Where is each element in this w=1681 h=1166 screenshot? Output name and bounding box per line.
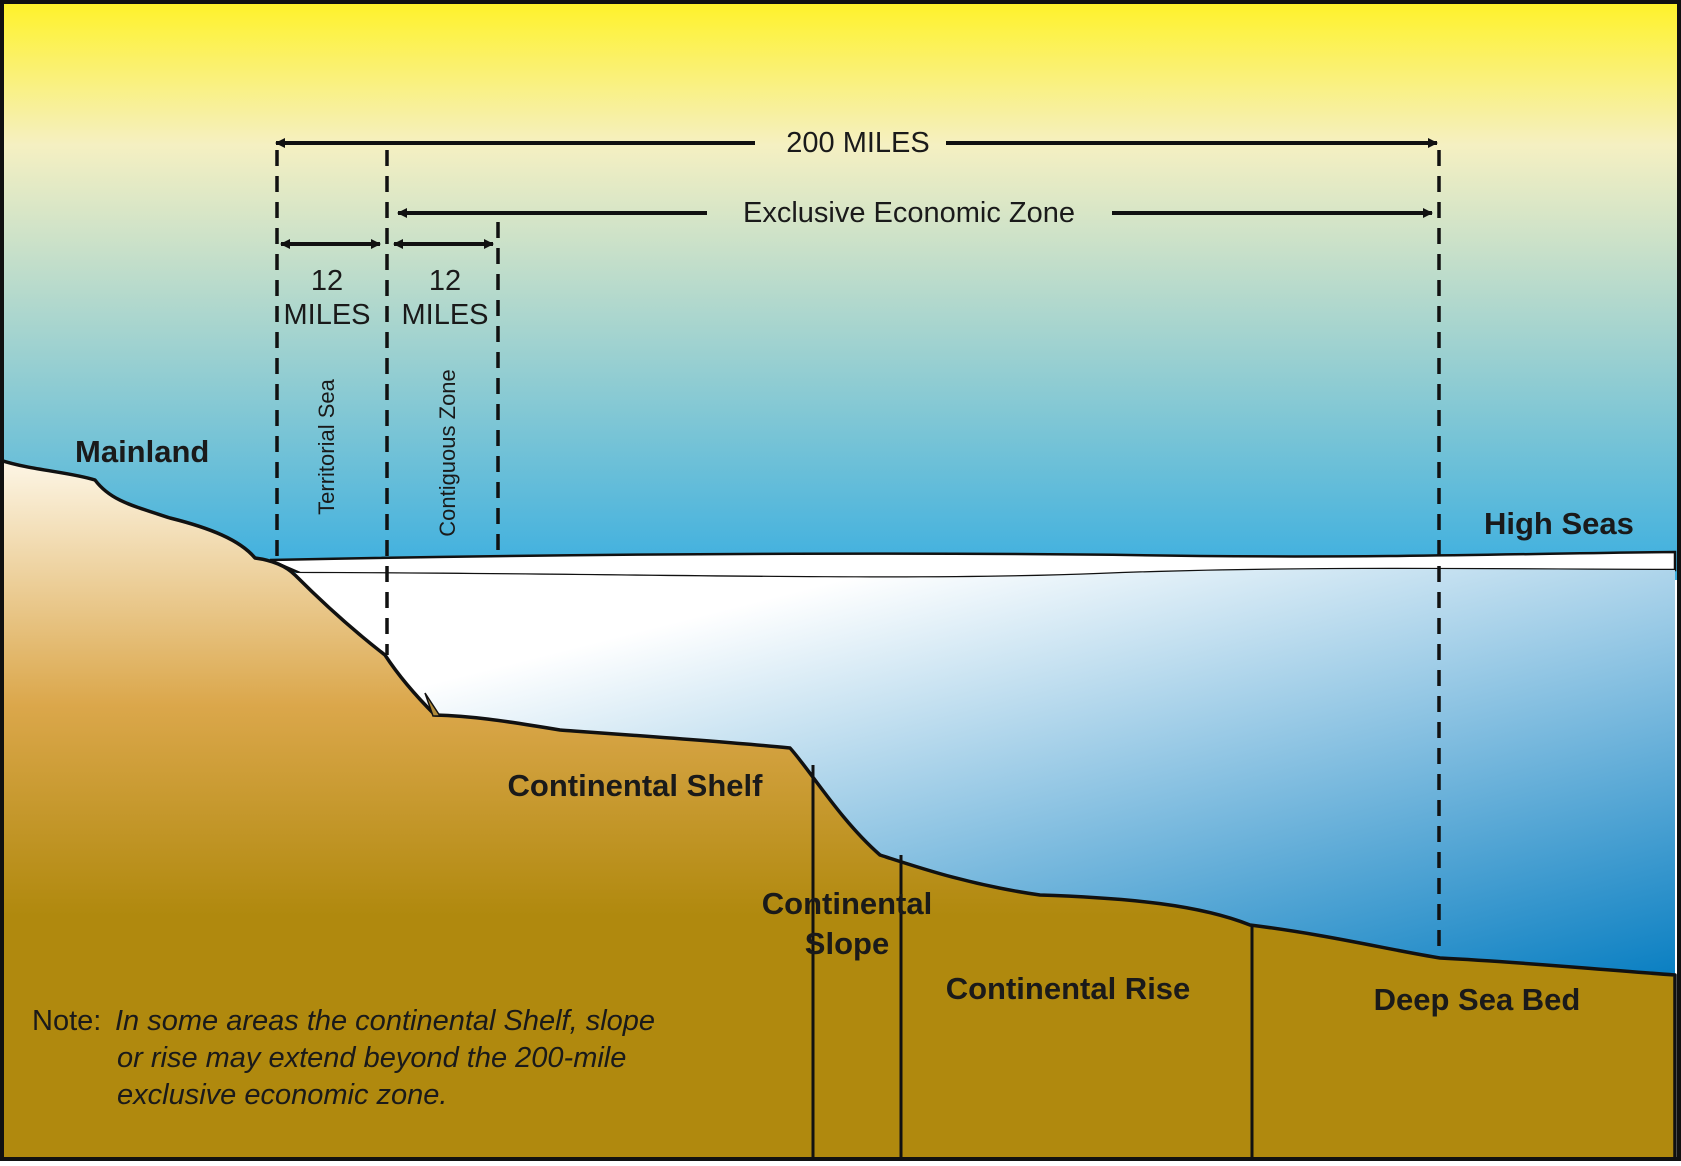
note-prefix: Note: — [32, 1005, 101, 1037]
label-continental-rise: Continental Rise — [946, 971, 1191, 1006]
label-contiguous-zone: Contiguous Zone — [435, 369, 460, 537]
label-high-seas: High Seas — [1484, 506, 1634, 541]
note-line-2: or rise may extend beyond the 200-mile — [117, 1042, 626, 1074]
label-continental-slope-line2: Slope — [805, 926, 889, 961]
note-line-3: exclusive economic zone. — [117, 1079, 447, 1111]
label-territorial-sea: Territorial Sea — [314, 378, 339, 514]
label-mainland: Mainland — [75, 434, 209, 469]
label-12a-unit: MILES — [283, 299, 370, 331]
sky-background — [0, 0, 1681, 580]
note-line-1: In some areas the continental Shelf, slo… — [115, 1005, 655, 1037]
label-12a-number: 12 — [311, 265, 343, 297]
label-200-miles: 200 MILES — [786, 127, 929, 159]
ocean-water — [290, 569, 1675, 975]
label-continental-shelf: Continental Shelf — [508, 768, 764, 803]
shelf-edge-notch — [424, 692, 442, 717]
label-12b-unit: MILES — [401, 299, 488, 331]
seabed-land — [0, 458, 1677, 1163]
label-12b-number: 12 — [429, 265, 461, 297]
label-eez: Exclusive Economic Zone — [743, 197, 1075, 229]
label-deep-sea-bed: Deep Sea Bed — [1374, 982, 1581, 1017]
label-continental-slope-line1: Continental — [762, 886, 933, 921]
